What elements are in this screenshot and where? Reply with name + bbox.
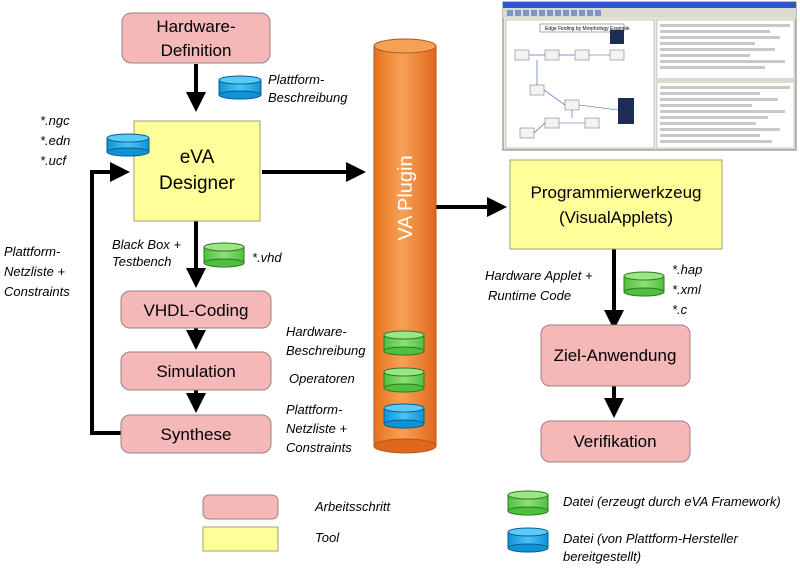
box-hardware-definition: Hardware- Definition bbox=[121, 12, 271, 64]
programmierwerkzeug-line-2: (VisualApplets) bbox=[559, 208, 673, 227]
note-hardware-beschreibung-line-2: Beschreibung bbox=[286, 343, 366, 358]
legend-swatch-tool bbox=[202, 526, 279, 552]
hardware-definition-line-1: Hardware- bbox=[156, 17, 235, 36]
legend: Arbeitsschritt Tool Datei (erzeugt durch… bbox=[202, 490, 781, 564]
synthese-label: Synthese bbox=[161, 425, 232, 444]
legend-datei-eva: Datei (erzeugt durch eVA Framework) bbox=[507, 490, 781, 516]
box-eva-designer: eVA Designer bbox=[133, 120, 261, 222]
va-plugin-label: VA Plugin bbox=[395, 155, 417, 240]
note-netzliste-left-line-2: Netzliste + bbox=[4, 264, 65, 279]
legend-arbeitsschritt: Arbeitsschritt bbox=[202, 494, 392, 520]
note-netzliste-right-line-2: Netzliste + bbox=[286, 421, 347, 436]
file-operatoren bbox=[383, 367, 425, 393]
note-netzliste-right-line-1: Plattform- bbox=[286, 402, 343, 417]
note-netzliste-right-line-3: Constraints bbox=[286, 440, 352, 455]
connectors bbox=[90, 64, 624, 435]
legend-datei-eva-label: Datei (erzeugt durch eVA Framework) bbox=[563, 494, 781, 509]
visualapplets-screenshot: Edge Finding by Morphology Example bbox=[502, 1, 797, 151]
note-black-box-line-2: Testbench bbox=[112, 254, 172, 269]
note-plattform-beschreibung: Plattform- Beschreibung bbox=[268, 72, 348, 105]
hardware-definition-line-2: Definition bbox=[161, 41, 232, 60]
note-hardware-beschreibung-line-1: Hardware- bbox=[286, 324, 347, 339]
file-plattform-beschreibung bbox=[218, 75, 262, 100]
note-hardware-beschreibung: Hardware- Beschreibung bbox=[286, 324, 366, 358]
file-hardware-beschreibung bbox=[383, 330, 425, 356]
eva-designer-line-2: Designer bbox=[159, 173, 236, 194]
note-hardware-applet-line-2: Runtime Code bbox=[488, 288, 571, 303]
box-programmierwerkzeug: Programmierwerkzeug (VisualApplets) bbox=[509, 159, 723, 250]
legend-arbeitsschritt-label: Arbeitsschritt bbox=[314, 499, 392, 514]
verifikation-label: Verifikation bbox=[573, 432, 656, 451]
note-operatoren: Operatoren bbox=[289, 371, 355, 386]
note-designer-files: *.ngc *.edn *.ucf bbox=[40, 113, 70, 168]
note-hardware-applet-line-1: Hardware Applet + bbox=[485, 268, 593, 283]
simulation-label: Simulation bbox=[156, 362, 235, 381]
note-plattform-netzliste-left: Plattform- Netzliste + Constraints bbox=[4, 244, 70, 299]
note-file-hap: *.hap bbox=[672, 262, 702, 277]
note-file-xml: *.xml bbox=[672, 282, 702, 297]
legend-datei-hersteller: Datei (von Plattform-Hersteller bereitge… bbox=[507, 527, 738, 564]
screenshot-title: Edge Finding by Morphology Example bbox=[545, 26, 630, 32]
ziel-anwendung-label: Ziel-Anwendung bbox=[554, 346, 677, 365]
legend-swatch-step bbox=[202, 494, 279, 520]
box-synthese: Synthese bbox=[120, 414, 272, 454]
legend-tool: Tool bbox=[202, 526, 340, 552]
programmierwerkzeug-line-1: Programmierwerkzeug bbox=[531, 183, 702, 202]
note-black-box: Black Box + Testbench bbox=[112, 237, 181, 269]
note-netzliste-left-line-3: Constraints bbox=[4, 284, 70, 299]
vhdl-coding-label: VHDL-Coding bbox=[144, 301, 249, 320]
legend-datei-hersteller-line-2: bereitgestellt) bbox=[563, 549, 641, 564]
note-file-ngc: *.ngc bbox=[40, 113, 70, 128]
file-designer-blue bbox=[106, 133, 150, 157]
note-netzliste-left-line-1: Plattform- bbox=[4, 244, 61, 259]
note-plattform-beschreibung-line-1: Plattform- bbox=[268, 72, 325, 87]
arrow-synthese-feedback bbox=[90, 162, 130, 435]
note-file-edn: *.edn bbox=[40, 133, 70, 148]
box-ziel-anwendung: Ziel-Anwendung bbox=[540, 324, 691, 387]
box-verifikation: Verifikation bbox=[540, 420, 691, 463]
note-plattform-netzliste-right: Plattform- Netzliste + Constraints bbox=[286, 402, 352, 455]
legend-tool-label: Tool bbox=[315, 530, 340, 545]
box-simulation: Simulation bbox=[120, 351, 272, 391]
note-applet-files: *.hap *.xml *.c bbox=[672, 262, 702, 317]
note-file-ucf: *.ucf bbox=[40, 153, 67, 168]
note-black-box-line-1: Black Box + bbox=[112, 237, 181, 252]
file-vhd bbox=[203, 242, 245, 268]
note-file-c: *.c bbox=[672, 302, 688, 317]
eva-designer-line-1: eVA bbox=[180, 147, 215, 168]
note-plattform-beschreibung-line-2: Beschreibung bbox=[268, 90, 348, 105]
file-hardware-applet bbox=[623, 271, 665, 297]
legend-datei-hersteller-line-1: Datei (von Plattform-Hersteller bbox=[563, 531, 738, 546]
box-vhdl-coding: VHDL-Coding bbox=[120, 290, 272, 329]
note-vhd-file: *.vhd bbox=[252, 250, 282, 265]
file-plattform-netzliste bbox=[383, 403, 425, 429]
note-hardware-applet: Hardware Applet + Runtime Code bbox=[485, 268, 593, 303]
